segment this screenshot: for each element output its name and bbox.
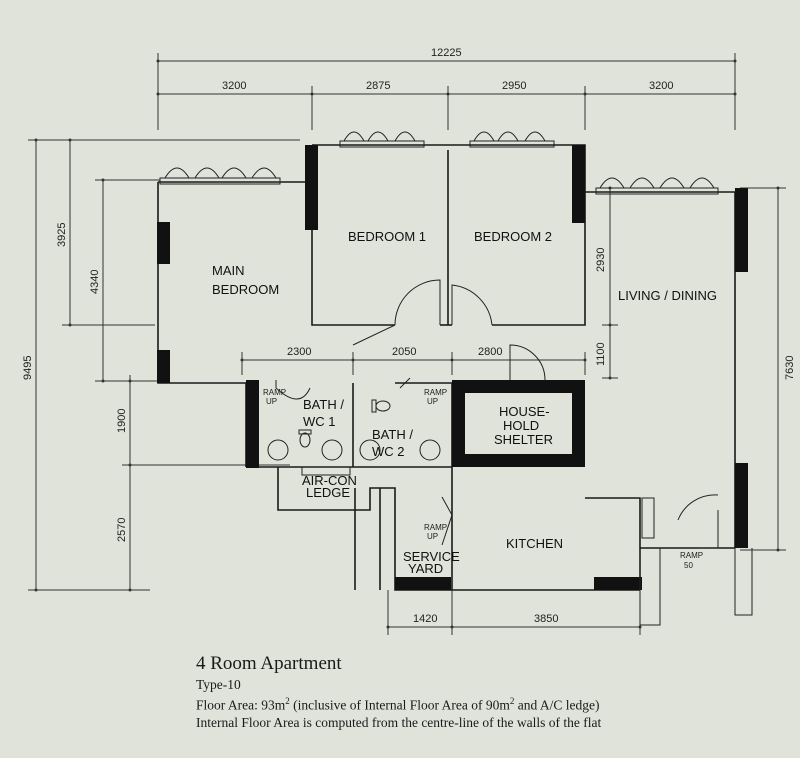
room-main-bedroom-line2: BEDROOM [212,282,279,297]
doors [275,279,753,626]
ramp-up-bath2: UP [427,397,438,406]
room-service-line1: SERVICE [403,549,460,564]
plan-title: 4 Room Apartment [196,653,342,674]
ramp-label-service: RAMP [424,523,447,532]
room-shelter-line3: SHELTER [494,432,553,447]
room-bedroom-1: BEDROOM 1 [348,229,426,244]
room-living-dining: LIVING / DINING [618,288,717,303]
plan-caption: 4 Room Apartment Type-10 Floor Area: 93m… [196,652,796,731]
room-kitchen: KITCHEN [506,536,563,551]
fixtures [267,399,441,476]
ramp-label-entrance: RAMP [680,551,703,560]
dim-internal-1: 2300 [287,346,311,358]
dim-top-4: 3200 [649,80,673,92]
structural-walls [157,145,748,590]
room-bath1-line2: WC 1 [303,414,336,429]
dimension-ticks [34,59,780,629]
dim-top-2: 2875 [366,80,390,92]
ramp-label-bath2: RAMP [424,388,447,397]
floor-plan: BEDROOM 1 BEDROOM 2 MAIN BEDROOM LIVING … [22,47,796,635]
room-bath2-line2: WC 2 [372,444,405,459]
room-shelter-line1: HOUSE- [499,404,550,419]
dim-right-overall: 7630 [784,356,796,380]
ramp-up-service: UP [427,532,438,541]
plan-floor-area: Floor Area: 93m2 (inclusive of Internal … [196,696,600,713]
room-aircon-line1: AIR-CON [302,473,357,488]
dim-internal-2: 2050 [392,346,416,358]
room-bath1-line1: BATH / [303,397,344,412]
plan-note: Internal Floor Area is computed from the… [196,714,602,730]
room-bath2-line1: BATH / [372,427,413,442]
dim-top-3: 2950 [502,80,526,92]
dim-left-overall: 9495 [22,356,34,380]
dim-left-inner: 4340 [89,270,101,294]
dim-bottom-1: 1420 [413,613,437,625]
dim-top-1: 3200 [222,80,246,92]
windows [159,131,719,195]
ramp-up-bath1: UP [266,397,277,406]
plan-type: Type-10 [196,677,241,692]
room-bedroom-2: BEDROOM 2 [474,229,552,244]
dim-bottom-2: 3850 [534,613,558,625]
room-aircon-line2: LEDGE [306,485,350,500]
dim-left-lower-1: 1900 [116,409,128,433]
room-shelter-line2: HOLD [503,418,539,433]
ramp-50-entrance: 50 [684,561,693,570]
dim-left-upper: 3925 [56,223,68,247]
dim-living-lower: 1100 [595,342,607,366]
ramp-label-bath1: RAMP [263,388,286,397]
dim-overall-width: 12225 [431,47,462,59]
dim-left-lower-2: 2570 [116,518,128,542]
room-service-line2: YARD [408,561,443,576]
room-main-bedroom-line1: MAIN [212,263,245,278]
dim-living-height: 2930 [595,248,607,272]
dim-internal-3: 2800 [478,346,502,358]
